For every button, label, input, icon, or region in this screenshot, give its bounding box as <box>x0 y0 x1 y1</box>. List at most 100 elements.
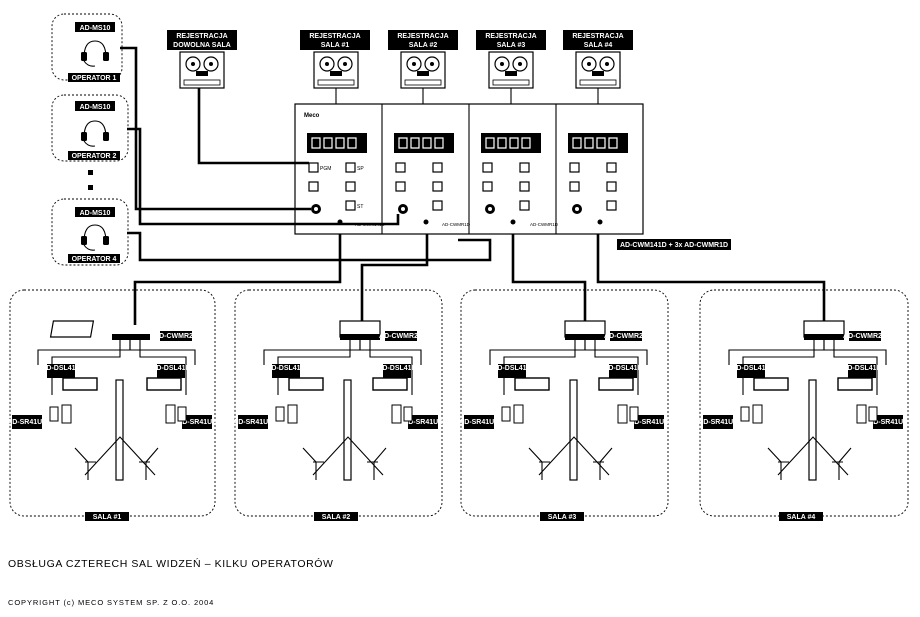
operator-label: OPERATOR 1 <box>72 75 117 82</box>
speaker-icon <box>49 406 59 422</box>
recorder-room-1: REJESTRACJA SALA #1 <box>300 30 370 89</box>
svg-text:AD-DSL41D: AD-DSL41D <box>492 365 531 372</box>
console-button[interactable] <box>569 181 580 192</box>
console-button[interactable] <box>345 162 356 173</box>
room-4: AD-CWMR2D AD-DSL41D AD-DSL41D AD-SR41US … <box>698 289 909 521</box>
time-display-icon <box>753 377 789 391</box>
svg-text:AD-DSL41D: AD-DSL41D <box>731 365 770 372</box>
svg-text:REJESTRACJA: REJESTRACJA <box>309 33 360 40</box>
svg-text:PGM: PGM <box>320 166 331 172</box>
room-label: SALA #2 <box>322 514 351 521</box>
svg-text:REJESTRACJA: REJESTRACJA <box>176 33 227 40</box>
console-button[interactable] <box>345 181 356 192</box>
svg-text:AD-SR41US: AD-SR41US <box>177 419 217 426</box>
svg-text:AD-CWMR1D: AD-CWMR1D <box>530 222 559 227</box>
console-button[interactable] <box>432 181 443 192</box>
ellipsis-dots <box>88 170 93 190</box>
copyright-notice: COPYRIGHT (c) MECO SYSTEM SP. Z O.O. 200… <box>8 598 215 607</box>
tape-recorder-icon <box>313 51 359 89</box>
console-button[interactable] <box>482 162 493 173</box>
svg-text:AD-SR41US: AD-SR41US <box>233 419 273 426</box>
interrogation-table-icon <box>767 379 852 481</box>
time-display-icon <box>514 377 550 391</box>
console-button[interactable] <box>519 162 530 173</box>
room-1: AD-CWMR2D AD-DSL41D AD-DSL41D AD-SR41US … <box>7 289 217 521</box>
operator-label: OPERATOR 4 <box>72 256 117 263</box>
speaker-icon <box>617 404 628 424</box>
room-label: SALA #4 <box>787 514 816 521</box>
operator-model: AD-MS10 <box>80 25 111 32</box>
svg-text:AD-SR41US: AD-SR41US <box>403 419 443 426</box>
interrogation-table-icon <box>528 379 613 481</box>
console-button[interactable] <box>308 162 319 173</box>
room-3: AD-CWMR2D AD-DSL41D AD-DSL41D AD-SR41US … <box>459 289 669 521</box>
speaker-icon <box>740 406 750 422</box>
console-label: AD-CWM141D + 3x AD-CWMR1D <box>620 242 728 249</box>
speaker-icon <box>501 406 511 422</box>
svg-text:REJESTRACJA: REJESTRACJA <box>572 33 623 40</box>
console-button[interactable] <box>432 162 443 173</box>
console-button[interactable] <box>345 200 356 211</box>
operator-model: AD-MS10 <box>80 104 111 111</box>
operator-station-2: AD-MS10 OPERATOR 2 <box>51 94 129 162</box>
speaker-icon <box>391 404 402 424</box>
console-button[interactable] <box>606 181 617 192</box>
operator-station-1: AD-MS10 OPERATOR 1 <box>51 13 123 82</box>
time-display-icon <box>598 377 634 391</box>
audio-interface-icon <box>564 320 606 340</box>
speaker-icon <box>177 406 187 422</box>
speaker-icon <box>275 406 285 422</box>
interrogation-table-icon <box>74 379 159 481</box>
svg-text:AD-SR41US: AD-SR41US <box>868 419 908 426</box>
console-button[interactable] <box>569 162 580 173</box>
speaker-icon <box>856 404 867 424</box>
room-label: SALA #1 <box>93 514 122 521</box>
console-button[interactable] <box>432 200 443 211</box>
console-button[interactable] <box>482 181 493 192</box>
time-display-icon <box>837 377 873 391</box>
console-button[interactable] <box>395 162 406 173</box>
svg-text:SALA #1: SALA #1 <box>321 42 350 49</box>
console-module-4 <box>568 133 628 225</box>
console-module-2: AD-CWMR1D <box>394 133 471 227</box>
svg-text:SALA #3: SALA #3 <box>497 42 526 49</box>
speaker-icon <box>165 404 176 424</box>
recorder-any-room: REJESTRACJA DOWOLNA SALA <box>167 30 237 89</box>
tape-recorder-icon <box>575 51 621 89</box>
speaker-icon <box>61 404 72 424</box>
svg-text:SALA #2: SALA #2 <box>409 42 438 49</box>
recorder-room-4: REJESTRACJA SALA #4 <box>563 30 633 89</box>
svg-text:AD-SR41US: AD-SR41US <box>7 419 47 426</box>
console-button[interactable] <box>606 162 617 173</box>
svg-text:AD-SR41US: AD-SR41US <box>698 419 738 426</box>
headset-icon <box>81 120 109 147</box>
svg-text:AD-CWMR2D: AD-CWMR2D <box>154 333 198 340</box>
tape-recorder-icon <box>488 51 534 89</box>
time-display-icon <box>62 377 98 391</box>
diagram-caption: OBSŁUGA CZTERECH SAL WIDZEŃ – KILKU OPER… <box>8 558 334 570</box>
speaker-icon <box>868 406 878 422</box>
audio-interface-icon <box>803 320 845 340</box>
speaker-icon <box>403 406 413 422</box>
speaker-icon <box>752 404 763 424</box>
tape-recorder-icon <box>179 51 225 89</box>
recorder-room-2: REJESTRACJA SALA #2 <box>388 30 458 89</box>
console-button[interactable] <box>606 200 617 211</box>
svg-text:ST: ST <box>357 204 363 210</box>
svg-text:AD-SR41US: AD-SR41US <box>459 419 499 426</box>
svg-text:AD-CWMR2D: AD-CWMR2D <box>379 333 423 340</box>
console-button[interactable] <box>519 200 530 211</box>
speaker-icon <box>287 404 298 424</box>
speaker-icon <box>629 406 639 422</box>
room-label: SALA #3 <box>548 514 577 521</box>
console-button[interactable] <box>519 181 530 192</box>
operator-label: OPERATOR 2 <box>72 153 117 160</box>
time-display-icon <box>372 377 408 391</box>
operator-station-4: AD-MS10 OPERATOR 4 <box>51 198 129 266</box>
console-button[interactable] <box>308 181 319 192</box>
svg-text:Meco: Meco <box>304 113 320 119</box>
control-console: Meco PGM SP ST AD-CWM141D <box>294 103 644 235</box>
console-label-box <box>617 239 731 250</box>
console-button[interactable] <box>395 181 406 192</box>
